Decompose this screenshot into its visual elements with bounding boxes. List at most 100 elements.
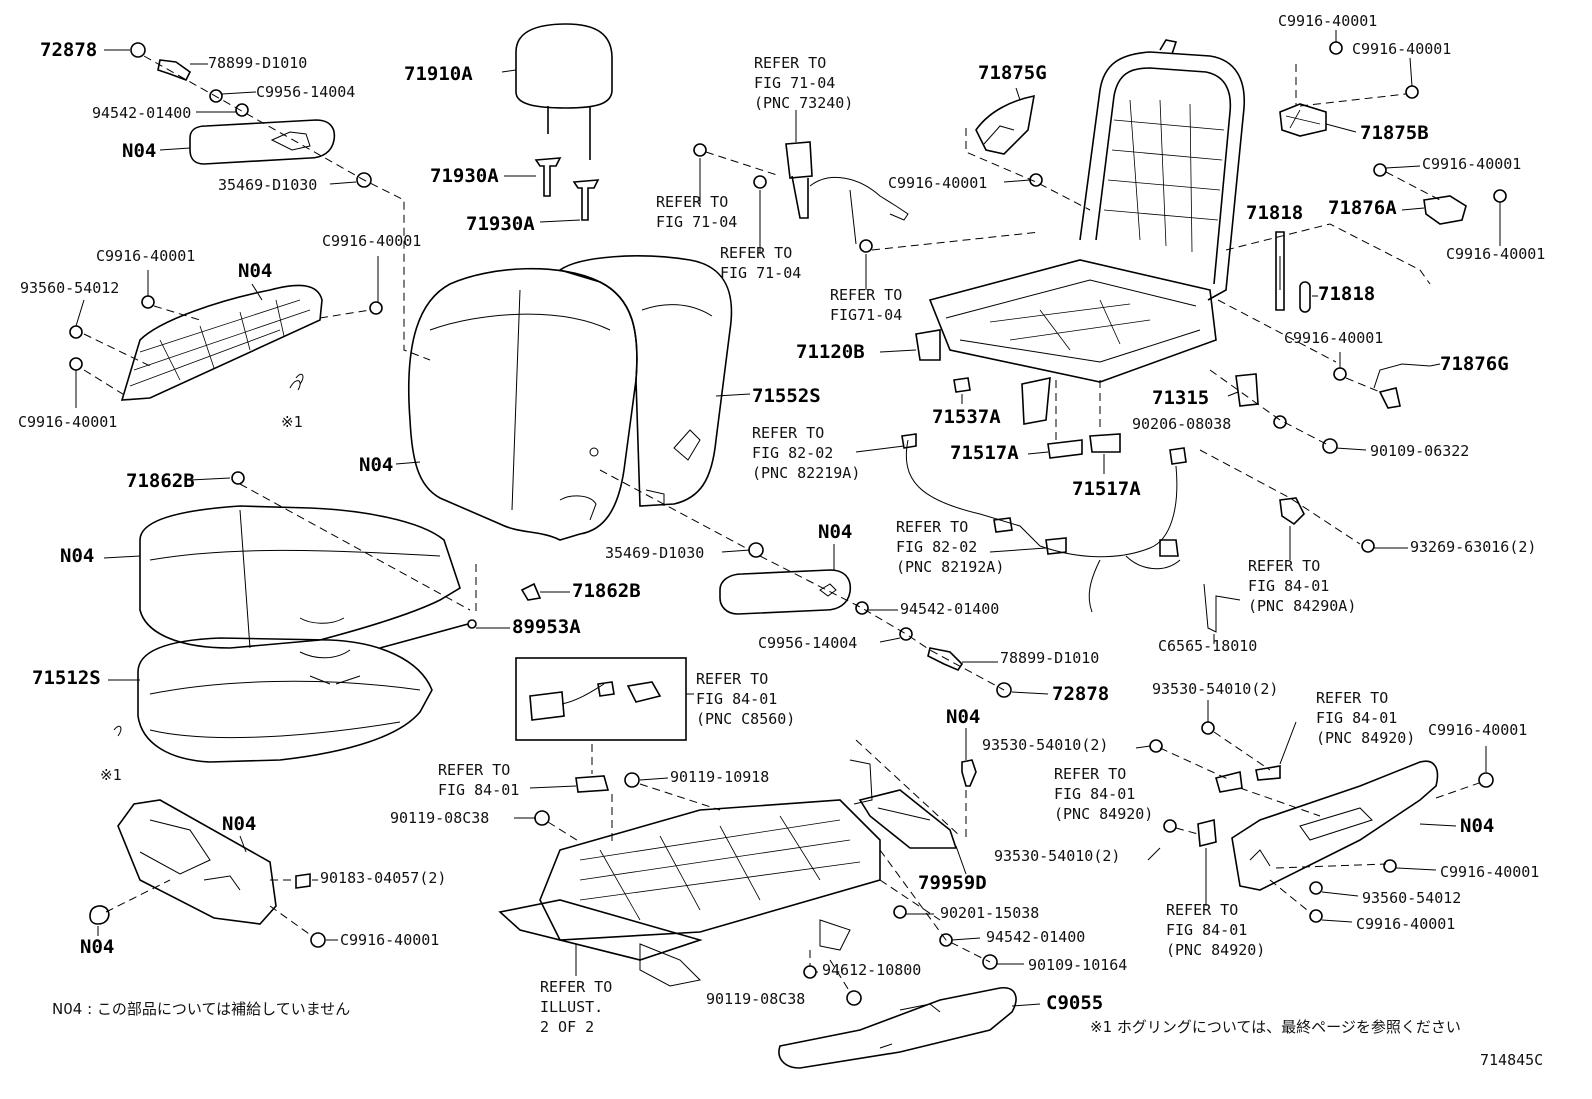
part-label-l19: N04 [60,545,94,567]
part-label-l33: C9916-40001 [1352,40,1451,58]
side-shield-right [1135,700,1494,923]
part-label-l5: N04 [122,140,156,162]
part-label-l71: 90119-08C38 [706,990,805,1008]
refer-note-r13-line1: REFER TO [540,978,612,996]
part-label-l64: 90183-04057(2) [320,869,446,887]
part-label-l6: 35469-D1030 [218,176,317,194]
part-label-l66: N04 [80,936,114,958]
part-label-l37: C9916-40001 [1446,245,1545,263]
part-label-l20: 71862B [572,580,641,602]
refer-note-r8-line3: (PNC C8560) [696,710,795,728]
part-label-l41: 71876G [1440,353,1509,375]
refer-note-r6-line1: REFER TO [896,518,968,536]
seatback-frame [879,39,1367,474]
part-label-l54: C9916-40001 [1428,721,1527,739]
part-label-l21: 89953A [512,616,581,638]
part-label-l51: 93530-54010(2) [1152,680,1278,698]
part-label-l17: N04 [359,454,393,476]
part-label-l11: N04 [238,260,272,282]
refer-note-r7-line1: REFER TO [1248,557,1320,575]
refer-note-r1-line3: (PNC 73240) [754,94,853,112]
part-label-l56: C9916-40001 [1440,863,1539,881]
refer-note-r7-line3: (PNC 84290A) [1248,597,1356,615]
part-label-l14: C9916-40001 [18,413,117,431]
part-label-l46: 90109-06322 [1370,442,1469,460]
part-label-l38: 71818 [1246,202,1303,224]
refer-note-r8-line1: REFER TO [696,670,768,688]
refer-note-r4-line2: FIG71-04 [830,306,902,324]
refer-note-r2-line2: FIG 71-04 [656,213,737,231]
wire-harnesses [855,433,1408,644]
part-label-l24: 35469-D1030 [605,544,704,562]
part-label-l63: N04 [222,813,256,835]
part-label-l73: 714845C [1480,1051,1543,1069]
refer-note-r11-line1: REFER TO [438,761,510,779]
refer-note-r1-line1: REFER TO [754,54,826,72]
refer-note-r12-line2: FIG 84-01 [1166,921,1247,939]
part-label-l28: 78899-D1010 [1000,649,1099,667]
part-label-l68: 94542-01400 [986,928,1085,946]
part-label-l58: C9916-40001 [1356,915,1455,933]
refer-note-r9-line1: REFER TO [1316,689,1388,707]
part-label-l26: 94542-01400 [900,600,999,618]
part-label-l8: 71930A [430,165,499,187]
part-label-l59: 93530-54010(2) [994,847,1120,865]
headrest-guides [504,157,600,223]
part-label-l2: 78899-D1010 [208,54,307,72]
part-label-l62: 90119-08C38 [390,809,489,827]
part-label-l23: ※1 [100,766,122,784]
refer-note-r8-line2: FIG 84-01 [696,690,777,708]
part-number-labels: 7287878899-D1010C9956-1400494542-01400N0… [18,12,1545,1069]
part-label-l55: N04 [1460,815,1494,837]
refer-note-r5-line3: (PNC 82219A) [752,464,860,482]
refer-note-r13-line3: 2 OF 2 [540,1018,594,1036]
part-label-l27: C9956-14004 [758,634,857,652]
refer-note-r9-line3: (PNC 84920) [1316,729,1415,747]
part-label-l50: C6565-18010 [1158,637,1257,655]
part-label-l36: 71876A [1328,197,1397,219]
seat-bracket [858,728,977,875]
refer-note-r6-line2: FIG 82-02 [896,538,977,556]
part-label-l52: 93530-54010(2) [982,736,1108,754]
armrest-hardware-left [104,42,431,361]
part-label-l9: 71930A [466,213,535,235]
refer-note-r10-line2: FIG 84-01 [1054,785,1135,803]
part-label-l39: 71818 [1318,283,1375,305]
refer-note-r7-line2: FIG 84-01 [1248,577,1329,595]
part-label-l16: 71862B [126,470,195,492]
seat-track [498,739,1024,1006]
refer-note-r6-line3: (PNC 82192A) [896,558,1004,576]
armrest-left [159,119,336,165]
refer-note-r13-line2: ILLUST. [540,998,603,1016]
side-shield-lower-left [89,799,338,948]
seatback-cover [395,255,764,558]
switch-detail-box [514,657,721,846]
armrest-right [719,544,1049,698]
part-label-l47: 71517A [950,442,1019,464]
part-label-l34: 71875B [1360,122,1429,144]
part-label-l70: 94612-10800 [822,961,921,979]
part-label-l40: C9916-40001 [1284,329,1383,347]
part-label-l44: 71315 [1152,387,1209,409]
part-label-l3: C9956-14004 [256,83,355,101]
seat-belt-buckle [693,110,1041,290]
part-label-l61: 90119-10918 [670,768,769,786]
part-label-l30: 71875G [978,62,1047,84]
headrest [501,23,613,160]
refer-note-r10-line3: (PNC 84920) [1054,805,1153,823]
part-label-l57: 93560-54012 [1362,889,1461,907]
refer-note-r10-line1: REFER TO [1054,765,1126,783]
seat-cushion [103,373,570,763]
refer-note-r11-line2: FIG 84-01 [438,781,519,799]
footnotes: N04 : この部品については補給していません※1 ホグリングについては、最終ペ… [52,1000,1461,1036]
part-label-l53: N04 [946,706,980,728]
part-label-l15: ※1 [281,413,303,431]
part-label-l1: 72878 [40,39,97,61]
part-label-l7: 71910A [404,63,473,85]
footnote-n2: ※1 ホグリングについては、最終ページを参照ください [1090,1018,1461,1036]
side-shield-left [69,256,383,408]
part-label-l18: 71552S [752,385,821,407]
recliner-covers [965,30,1507,409]
part-label-l35: C9916-40001 [1422,155,1521,173]
